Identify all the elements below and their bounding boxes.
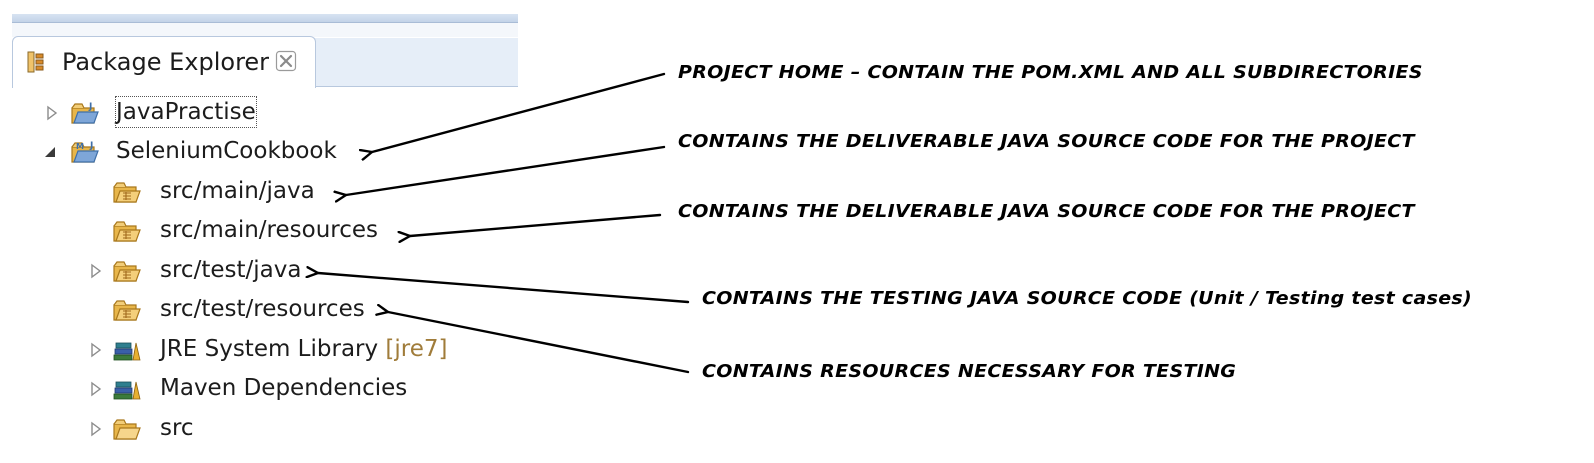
tree-item-src[interactable]: src: [86, 412, 226, 446]
source-folder-icon: [113, 182, 141, 203]
view-toolbar-strip: [12, 23, 518, 37]
expand-triangle-icon[interactable]: [88, 341, 104, 359]
tree-item-label: SeleniumCookbook: [116, 138, 337, 164]
annotation-main-java: CONTAINS THE DELIVERABLE JAVA SOURCE COD…: [678, 131, 1415, 152]
collapse-triangle-icon[interactable]: [42, 143, 58, 161]
tree-item-label-text: JRE System Library: [160, 336, 379, 362]
annotation-test-resources: CONTAINS RESOURCES NECESSARY FOR TESTING: [702, 361, 1237, 382]
folder-icon: [113, 419, 141, 440]
tree-item-decoration: [jre7]: [385, 336, 448, 362]
tree-item-src-main-resources[interactable]: src/main/resources: [112, 214, 392, 248]
tree-item-label: Maven Dependencies: [160, 375, 408, 401]
arrow-main-resources: [410, 213, 662, 236]
tree-item-src-test-resources[interactable]: src/test/resources: [112, 293, 382, 327]
java-project-folder-icon: J: [71, 102, 99, 124]
window-title-bar: [12, 14, 518, 23]
expand-triangle-icon[interactable]: [88, 262, 104, 280]
library-icon: [113, 342, 141, 361]
source-folder-icon: [113, 221, 141, 242]
package-explorer-tab[interactable]: Package Explorer: [12, 36, 316, 88]
expand-triangle-icon[interactable]: [44, 104, 60, 122]
tree-item-src-main-java[interactable]: src/main/java: [112, 175, 332, 209]
tree-item-seleniumcookbook[interactable]: M J SeleniumCookbook: [40, 135, 360, 169]
tab-strip-background: [314, 38, 518, 87]
expand-triangle-icon[interactable]: [88, 380, 104, 398]
expand-triangle-icon[interactable]: [88, 420, 104, 438]
tree-item-label: src/main/resources: [160, 217, 379, 243]
tree-item-label: src/test/java: [160, 257, 302, 283]
view-title: Package Explorer: [62, 48, 270, 76]
svg-text:J: J: [88, 102, 92, 112]
tree-item-label: JavaPractise: [115, 96, 257, 128]
svg-text:J: J: [89, 141, 93, 151]
package-explorer-icon: [27, 51, 44, 73]
tree-item-label: src: [160, 415, 194, 441]
library-icon: [113, 381, 141, 400]
tree-item-label: src/test/resources: [160, 296, 365, 322]
tree-item-javapractise[interactable]: J JavaPractise: [40, 96, 270, 130]
annotation-main-resources: CONTAINS THE DELIVERABLE JAVA SOURCE COD…: [678, 201, 1415, 222]
tree-item-label: src/main/java: [160, 178, 315, 204]
source-folder-icon: [113, 261, 141, 282]
annotation-project-home: PROJECT HOME – CONTAIN THE POM.XML AND A…: [678, 62, 1423, 83]
tree-item-label: JRE System Library [jre7]: [160, 334, 448, 364]
svg-text:M: M: [76, 142, 84, 151]
tree-item-src-test-java[interactable]: src/test/java: [86, 254, 316, 288]
source-folder-icon: [113, 300, 141, 321]
annotation-test-java: CONTAINS THE TESTING JAVA SOURCE CODE (U…: [702, 288, 1472, 309]
tree-item-maven-dependencies[interactable]: Maven Dependencies: [86, 372, 426, 406]
arrow-main-java: [346, 145, 666, 195]
close-icon[interactable]: [275, 50, 297, 72]
tree-item-jre-system-library[interactable]: JRE System Library [jre7]: [86, 333, 448, 367]
maven-project-folder-icon: M J: [71, 141, 99, 163]
